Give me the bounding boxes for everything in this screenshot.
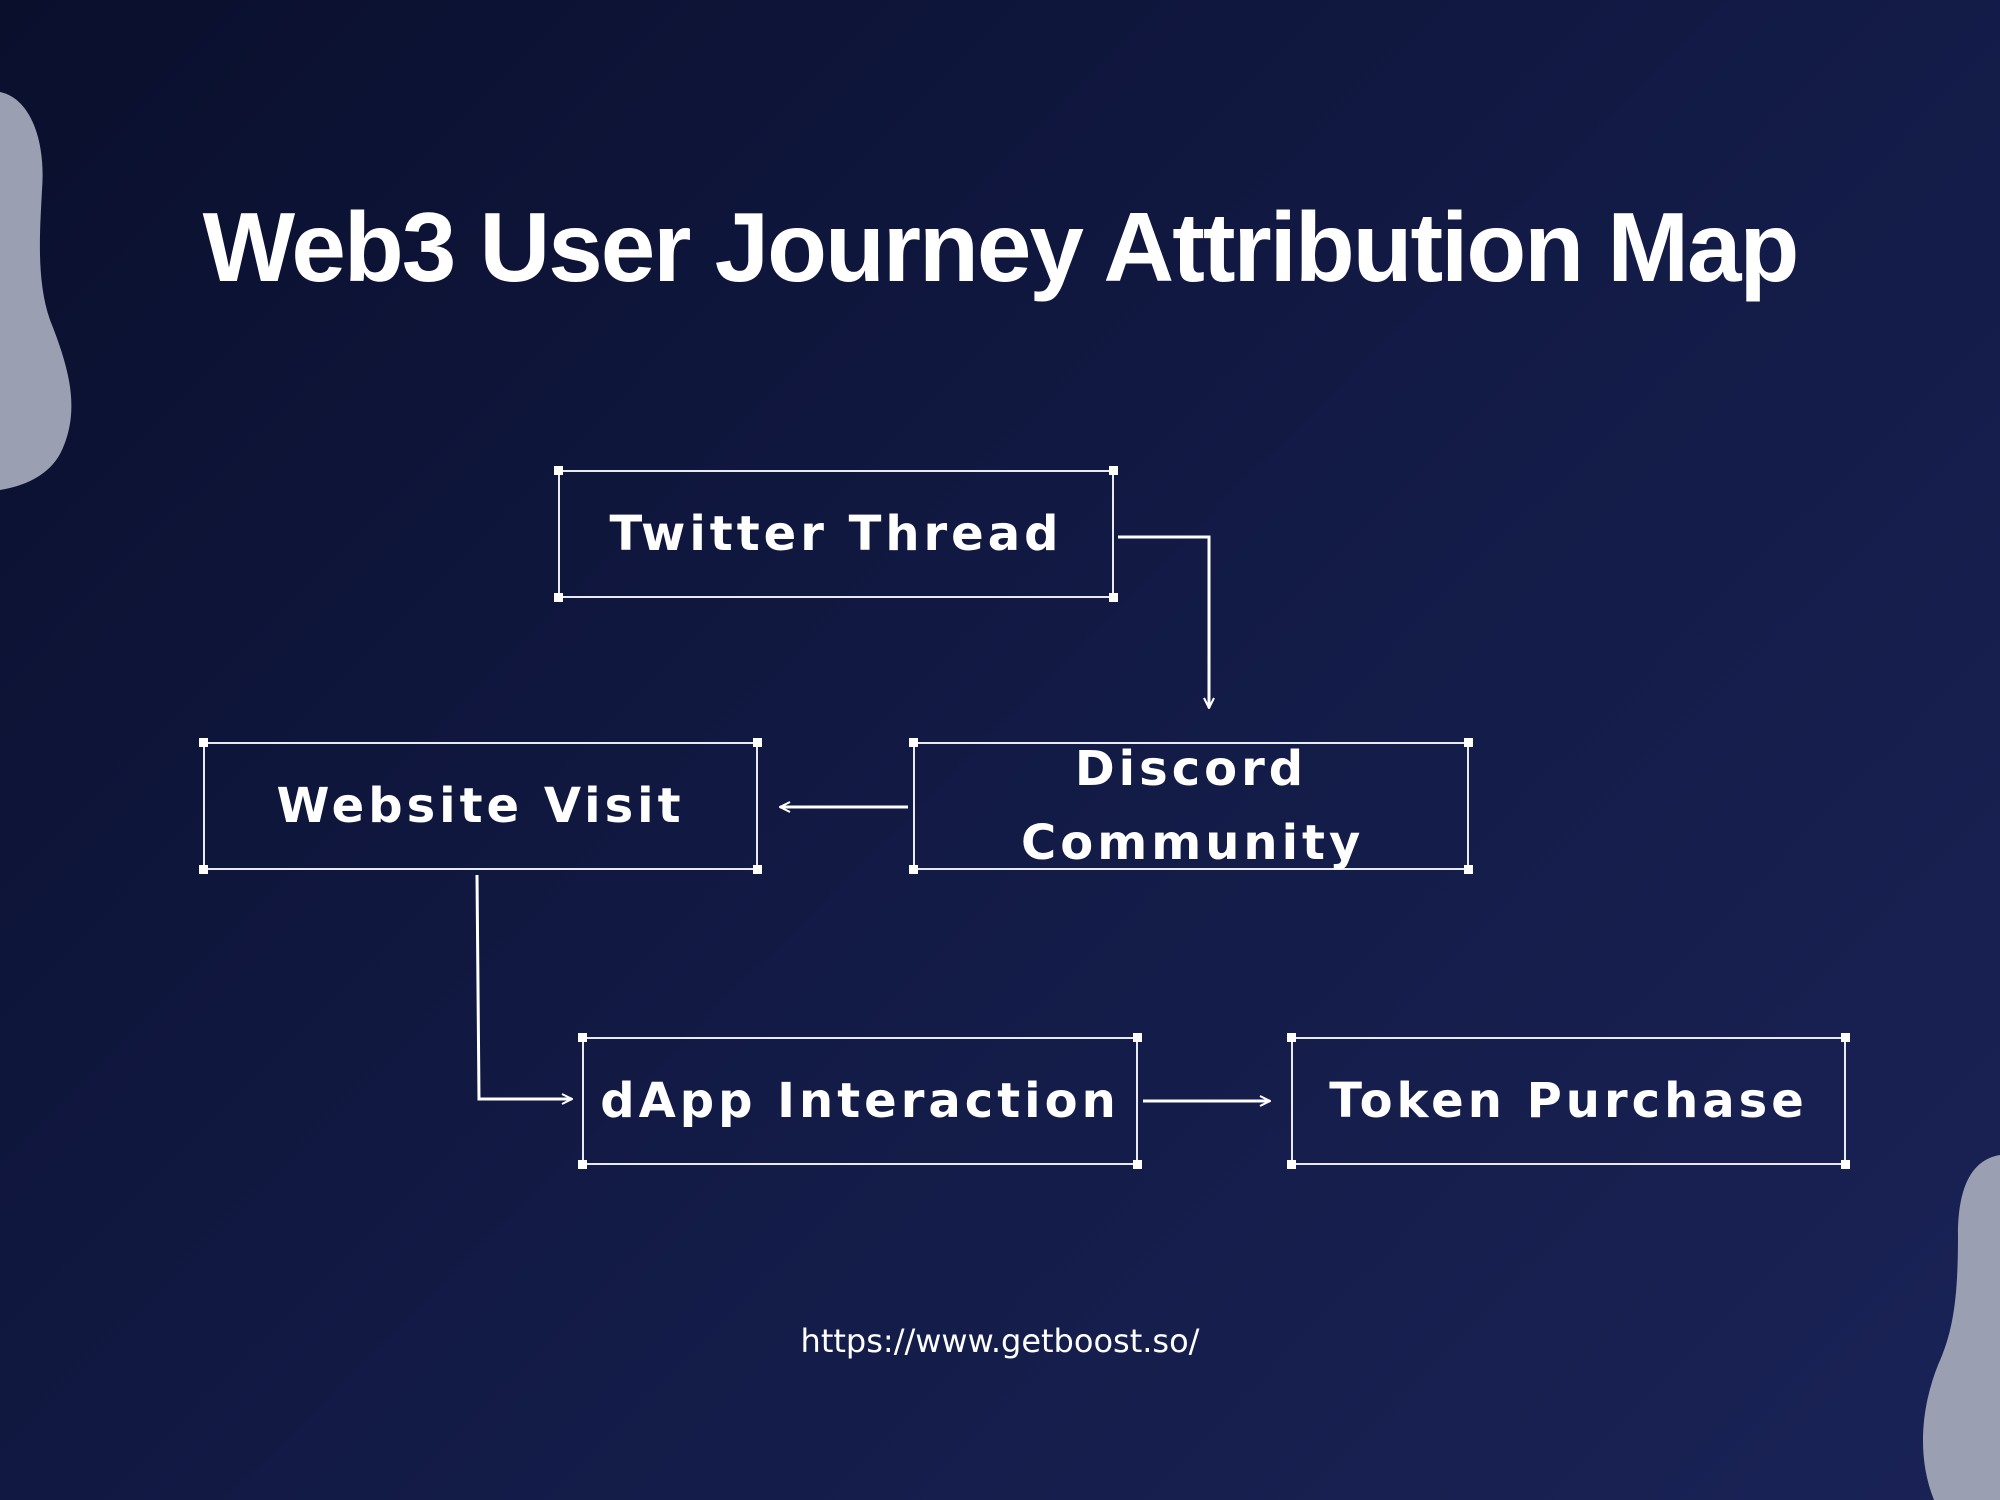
corner-handle — [909, 865, 918, 874]
node-twitter-thread[interactable]: Twitter Thread — [554, 466, 1118, 602]
corner-handle — [554, 466, 563, 475]
decorative-blob-left — [0, 92, 72, 490]
corner-handle — [1287, 1160, 1296, 1169]
arrow-twitter-to-discord — [1118, 535, 1209, 708]
corner-handle — [199, 738, 208, 747]
node-label: Discord Community — [1021, 740, 1365, 871]
node-label: Twitter Thread — [609, 505, 1063, 562]
corner-handle — [1133, 1160, 1142, 1169]
corner-handle — [554, 593, 563, 602]
corner-handle — [199, 865, 208, 874]
corner-handle — [1287, 1033, 1296, 1042]
corner-handle — [1464, 738, 1473, 747]
page-title: Web3 User Journey Attribution Map — [202, 191, 1800, 302]
footer-url: https://www.getboost.so/ — [800, 1322, 1200, 1360]
corner-handle — [1464, 865, 1473, 874]
decorative-blob-right — [1922, 1155, 2000, 1500]
corner-handle — [909, 738, 918, 747]
corner-handle — [1109, 593, 1118, 602]
corner-handle — [1841, 1033, 1850, 1042]
node-dapp-interaction[interactable]: dApp Interaction — [578, 1033, 1142, 1169]
node-website-visit[interactable]: Website Visit — [199, 738, 762, 874]
corner-handle — [753, 738, 762, 747]
corner-handle — [1109, 466, 1118, 475]
corner-handle — [1133, 1033, 1142, 1042]
node-label: dApp Interaction — [600, 1072, 1120, 1129]
node-label: Token Purchase — [1329, 1072, 1808, 1129]
corner-handle — [753, 865, 762, 874]
node-token-purchase[interactable]: Token Purchase — [1287, 1033, 1850, 1169]
corner-handle — [578, 1033, 587, 1042]
node-label: Website Visit — [276, 777, 685, 834]
corner-handle — [1841, 1160, 1850, 1169]
arrow-website-to-dapp — [475, 874, 572, 1099]
corner-handle — [578, 1160, 587, 1169]
node-discord-community[interactable]: Discord Community — [909, 738, 1473, 874]
